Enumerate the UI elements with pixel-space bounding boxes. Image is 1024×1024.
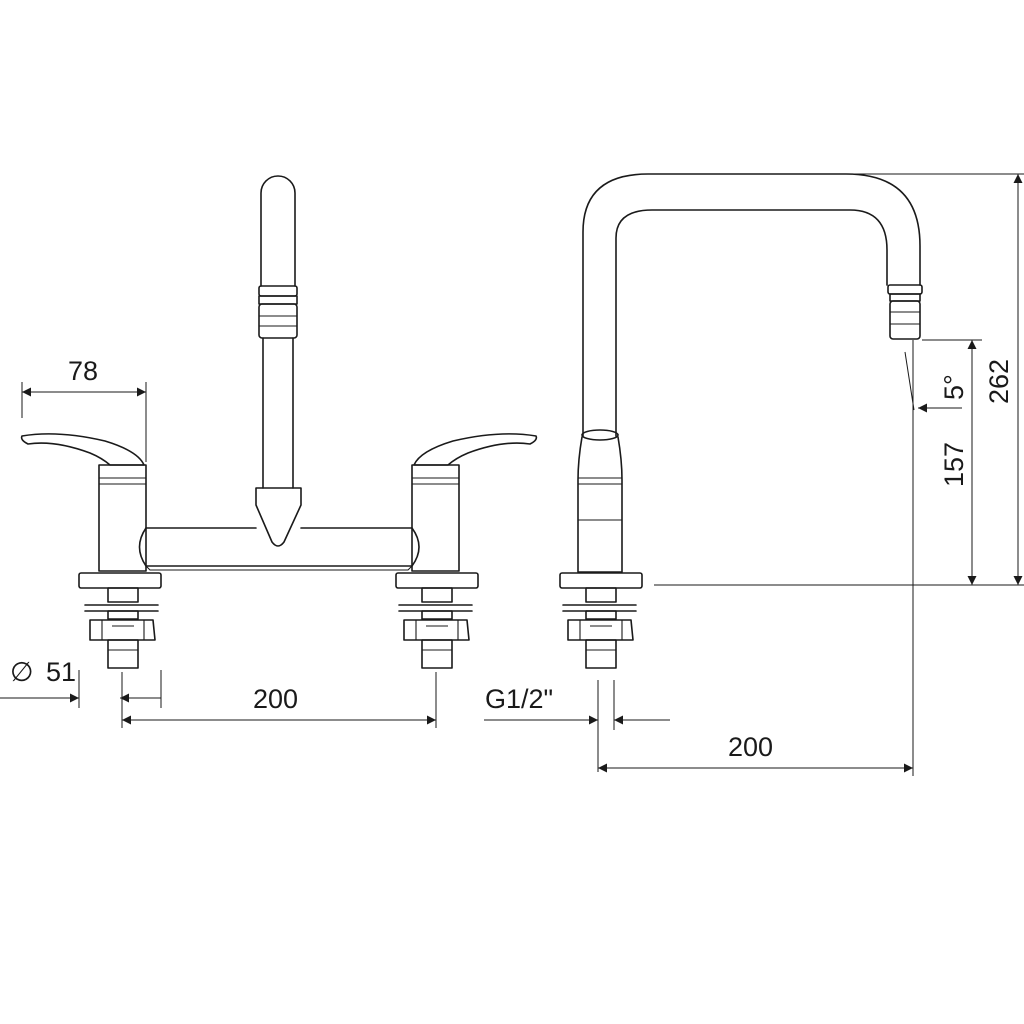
center-distance-label: 200: [253, 684, 298, 714]
diameter-symbol: ∅: [10, 657, 34, 687]
total-height-label: 262: [984, 359, 1014, 404]
front-bridge: [138, 527, 420, 571]
outlet-height-label: 157: [939, 442, 969, 487]
handle-width-label: 78: [68, 356, 98, 386]
left-valve: [20, 433, 147, 572]
side-view: [559, 173, 923, 669]
front-spout: [255, 175, 302, 547]
thread-label: G1/2": [485, 684, 553, 714]
side-body: [577, 429, 623, 573]
side-spout: [582, 173, 923, 437]
right-valve: [411, 433, 538, 572]
spout-reach-label: 200: [728, 732, 773, 762]
base-diameter-label: 51: [46, 657, 76, 687]
spout-angle-label: 5°: [939, 374, 969, 400]
left-base-fitting: [78, 572, 162, 669]
side-base-fitting: [559, 572, 643, 669]
right-base-fitting: [395, 572, 479, 669]
dimension-lines: [0, 173, 1024, 776]
front-view: [20, 175, 538, 669]
